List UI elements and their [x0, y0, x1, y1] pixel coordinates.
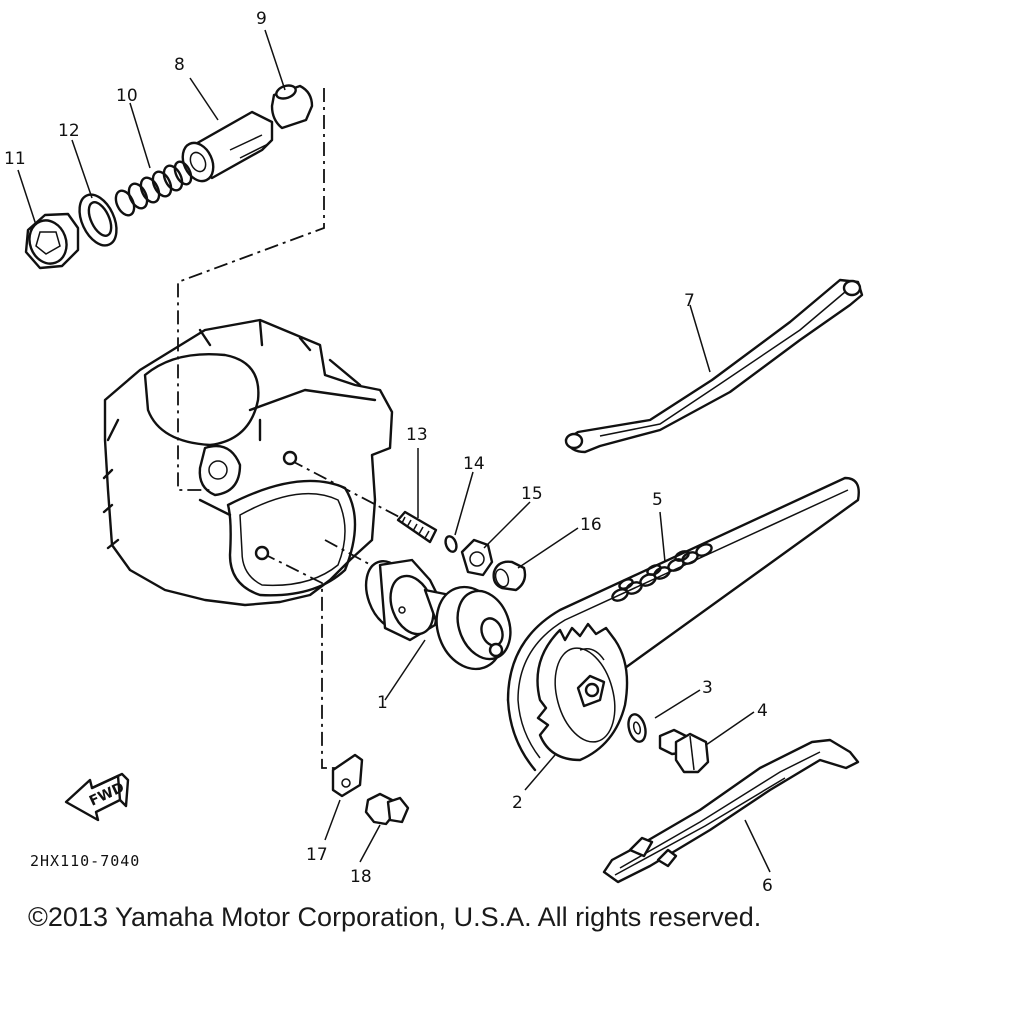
callout-13: 13: [406, 425, 428, 445]
part-14-washer: [444, 535, 458, 553]
part-17-lock-plate: [331, 753, 364, 798]
part-3-washer: [627, 713, 647, 743]
callout-9: 9: [256, 9, 267, 29]
part-10-spring: [114, 160, 193, 217]
callout-numbers: 1 2 3 4 5 6 7 8 9 10 11 12 13 14 15 16 1…: [4, 9, 773, 896]
callout-11: 11: [4, 149, 26, 169]
fwd-arrow-icon: FWD: [64, 772, 130, 822]
diagram-code: 2HX110-7040: [30, 852, 140, 870]
callout-16: 16: [580, 515, 602, 535]
callout-14: 14: [463, 454, 485, 474]
part-15-nut: [460, 538, 494, 577]
part-12-gasket: [78, 193, 118, 247]
part-11-nut: [24, 212, 80, 270]
part-7-chain-guide-upper: [564, 278, 864, 454]
callout-18: 18: [350, 867, 372, 887]
callout-7: 7: [684, 291, 695, 311]
part-5-cam-chain: [611, 543, 713, 602]
part-16-cap-nut: [492, 560, 527, 592]
cam-chain-loop: [506, 476, 860, 772]
part-18-bolt: [364, 792, 410, 826]
callout-3: 3: [702, 678, 713, 698]
part-9-tensioner-cap: [270, 84, 314, 130]
callout-10: 10: [116, 86, 138, 106]
callout-leader-lines: [17, 29, 771, 873]
callout-8: 8: [174, 55, 185, 75]
callout-6: 6: [762, 876, 773, 896]
assembly-reference-lines: [177, 88, 406, 769]
callout-5: 5: [652, 490, 663, 510]
part-2-cam-sprocket: [536, 622, 629, 762]
callout-2: 2: [512, 793, 523, 813]
callout-4: 4: [757, 701, 768, 721]
callout-1: 1: [377, 693, 388, 713]
callout-12: 12: [58, 121, 80, 141]
part-13-stud: [396, 510, 438, 544]
part-1-camshaft: [364, 558, 512, 671]
callout-15: 15: [521, 484, 543, 504]
callout-17: 17: [306, 845, 328, 865]
copyright-notice: ©2013 Yamaha Motor Corporation, U.S.A. A…: [28, 902, 762, 932]
part-4-bolt: [658, 728, 710, 774]
engine-crankcase: [102, 318, 394, 607]
part-6-chain-guide-lower: [602, 738, 860, 884]
